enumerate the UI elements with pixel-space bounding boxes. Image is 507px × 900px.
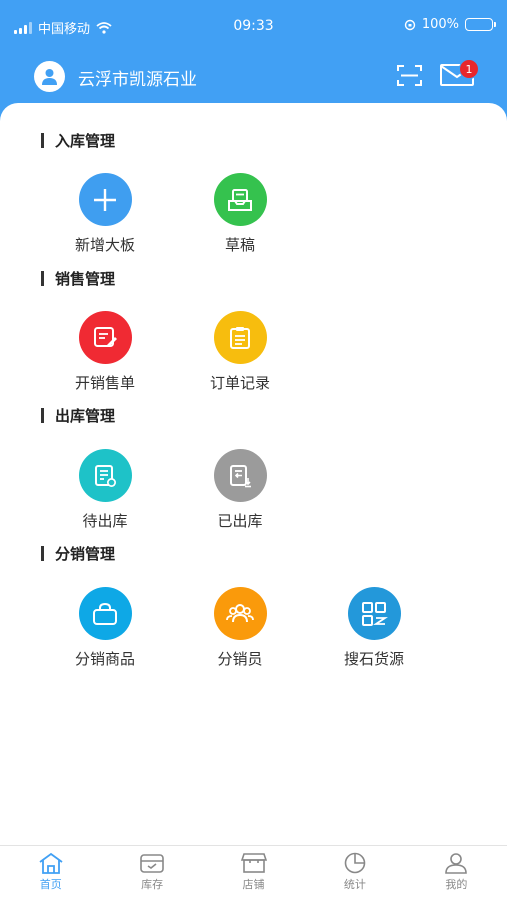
section-title-text: 出库管理 [55, 407, 116, 425]
scan-icon[interactable] [397, 64, 422, 87]
signal-icon [14, 21, 32, 34]
inventory-icon [140, 854, 164, 873]
drafts-label: 草稿 [224, 236, 255, 254]
create-sales-order-button[interactable]: 开销售单 [50, 311, 160, 393]
stone-source-search-button[interactable]: 搜石货源 [319, 587, 429, 669]
shipped-outbound-button[interactable]: 已出库 [185, 449, 295, 531]
section-title-text: 销售管理 [55, 270, 116, 288]
section-title-text: 入库管理 [55, 132, 116, 150]
tab-store[interactable]: 店铺 [203, 846, 304, 900]
main-content: 入库管理 新增大板 草稿 销售管理 开销售单 [0, 103, 507, 845]
section-bar [41, 408, 44, 423]
store-icon [240, 853, 267, 873]
app-header: 云浮市凯源石业 1 [0, 52, 507, 102]
section-bar [41, 546, 44, 561]
tab-label: 库存 [141, 878, 164, 891]
create-sales-order-label: 开销售单 [74, 374, 135, 392]
outbound-document-icon [213, 449, 267, 502]
tab-profile[interactable]: 我的 [406, 846, 507, 900]
orientation-lock-icon [404, 19, 416, 30]
drafts-button[interactable]: 草稿 [185, 173, 295, 255]
tab-statistics[interactable]: 统计 [304, 846, 405, 900]
tab-inventory[interactable]: 库存 [101, 846, 202, 900]
clipboard-icon [213, 311, 267, 364]
section-bar [41, 271, 44, 286]
tab-label: 统计 [343, 878, 366, 891]
pending-outbound-button[interactable]: 待出库 [50, 449, 160, 531]
battery-percent: 100% [421, 17, 459, 32]
section-title-inbound: 入库管理 [41, 130, 115, 151]
shipped-outbound-label: 已出库 [217, 512, 263, 530]
edit-document-icon [78, 311, 132, 364]
tab-home[interactable]: 首页 [0, 846, 101, 900]
inbox-icon [213, 173, 267, 226]
section-title-distribution: 分销管理 [41, 543, 115, 564]
stone-source-search-label: 搜石货源 [343, 650, 404, 668]
status-left: 中国移动 [14, 18, 112, 37]
pending-outbound-label: 待出库 [82, 512, 128, 530]
company-name: 云浮市凯源石业 [78, 70, 197, 90]
pie-chart-icon [344, 852, 366, 874]
home-icon [39, 852, 63, 874]
section-title-text: 分销管理 [55, 545, 116, 563]
pending-document-icon [78, 449, 132, 502]
wifi-icon [96, 21, 112, 34]
bag-icon [78, 587, 132, 640]
avatar[interactable] [34, 61, 65, 92]
user-avatar-icon [42, 69, 57, 85]
tab-label: 我的 [445, 878, 468, 891]
section-bar [41, 133, 44, 148]
bottom-tab-bar: 首页 库存 店铺 统计 我的 [0, 845, 507, 900]
add-slab-label: 新增大板 [74, 236, 135, 254]
status-bar: 中国移动 09:33 100% [0, 0, 507, 52]
battery-icon [465, 18, 496, 31]
add-slab-button[interactable]: 新增大板 [50, 173, 160, 255]
distribution-products-label: 分销商品 [74, 650, 135, 668]
people-icon [213, 587, 267, 640]
section-title-outbound: 出库管理 [41, 405, 115, 426]
status-right: 100% [404, 17, 496, 32]
tab-label: 首页 [39, 878, 62, 891]
mail-badge: 1 [459, 59, 479, 79]
order-records-button[interactable]: 订单记录 [185, 311, 295, 393]
user-icon [445, 853, 468, 874]
distributors-label: 分销员 [217, 650, 263, 668]
carrier-name: 中国移动 [38, 22, 91, 37]
section-title-sales: 销售管理 [41, 268, 115, 289]
distributors-button[interactable]: 分销员 [185, 587, 295, 669]
grid-search-icon [347, 587, 401, 640]
plus-icon [78, 173, 132, 226]
status-time: 09:33 [233, 18, 274, 34]
distribution-products-button[interactable]: 分销商品 [50, 587, 160, 669]
tab-label: 店铺 [242, 878, 265, 891]
order-records-label: 订单记录 [209, 374, 270, 392]
